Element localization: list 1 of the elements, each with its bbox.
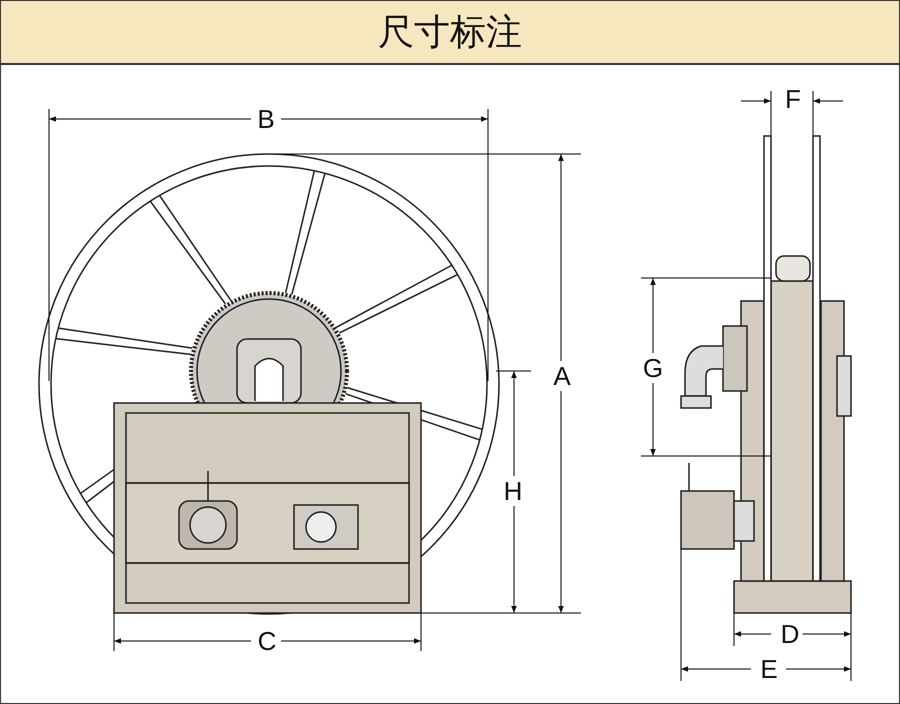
title: 尺寸标注 xyxy=(378,10,522,54)
